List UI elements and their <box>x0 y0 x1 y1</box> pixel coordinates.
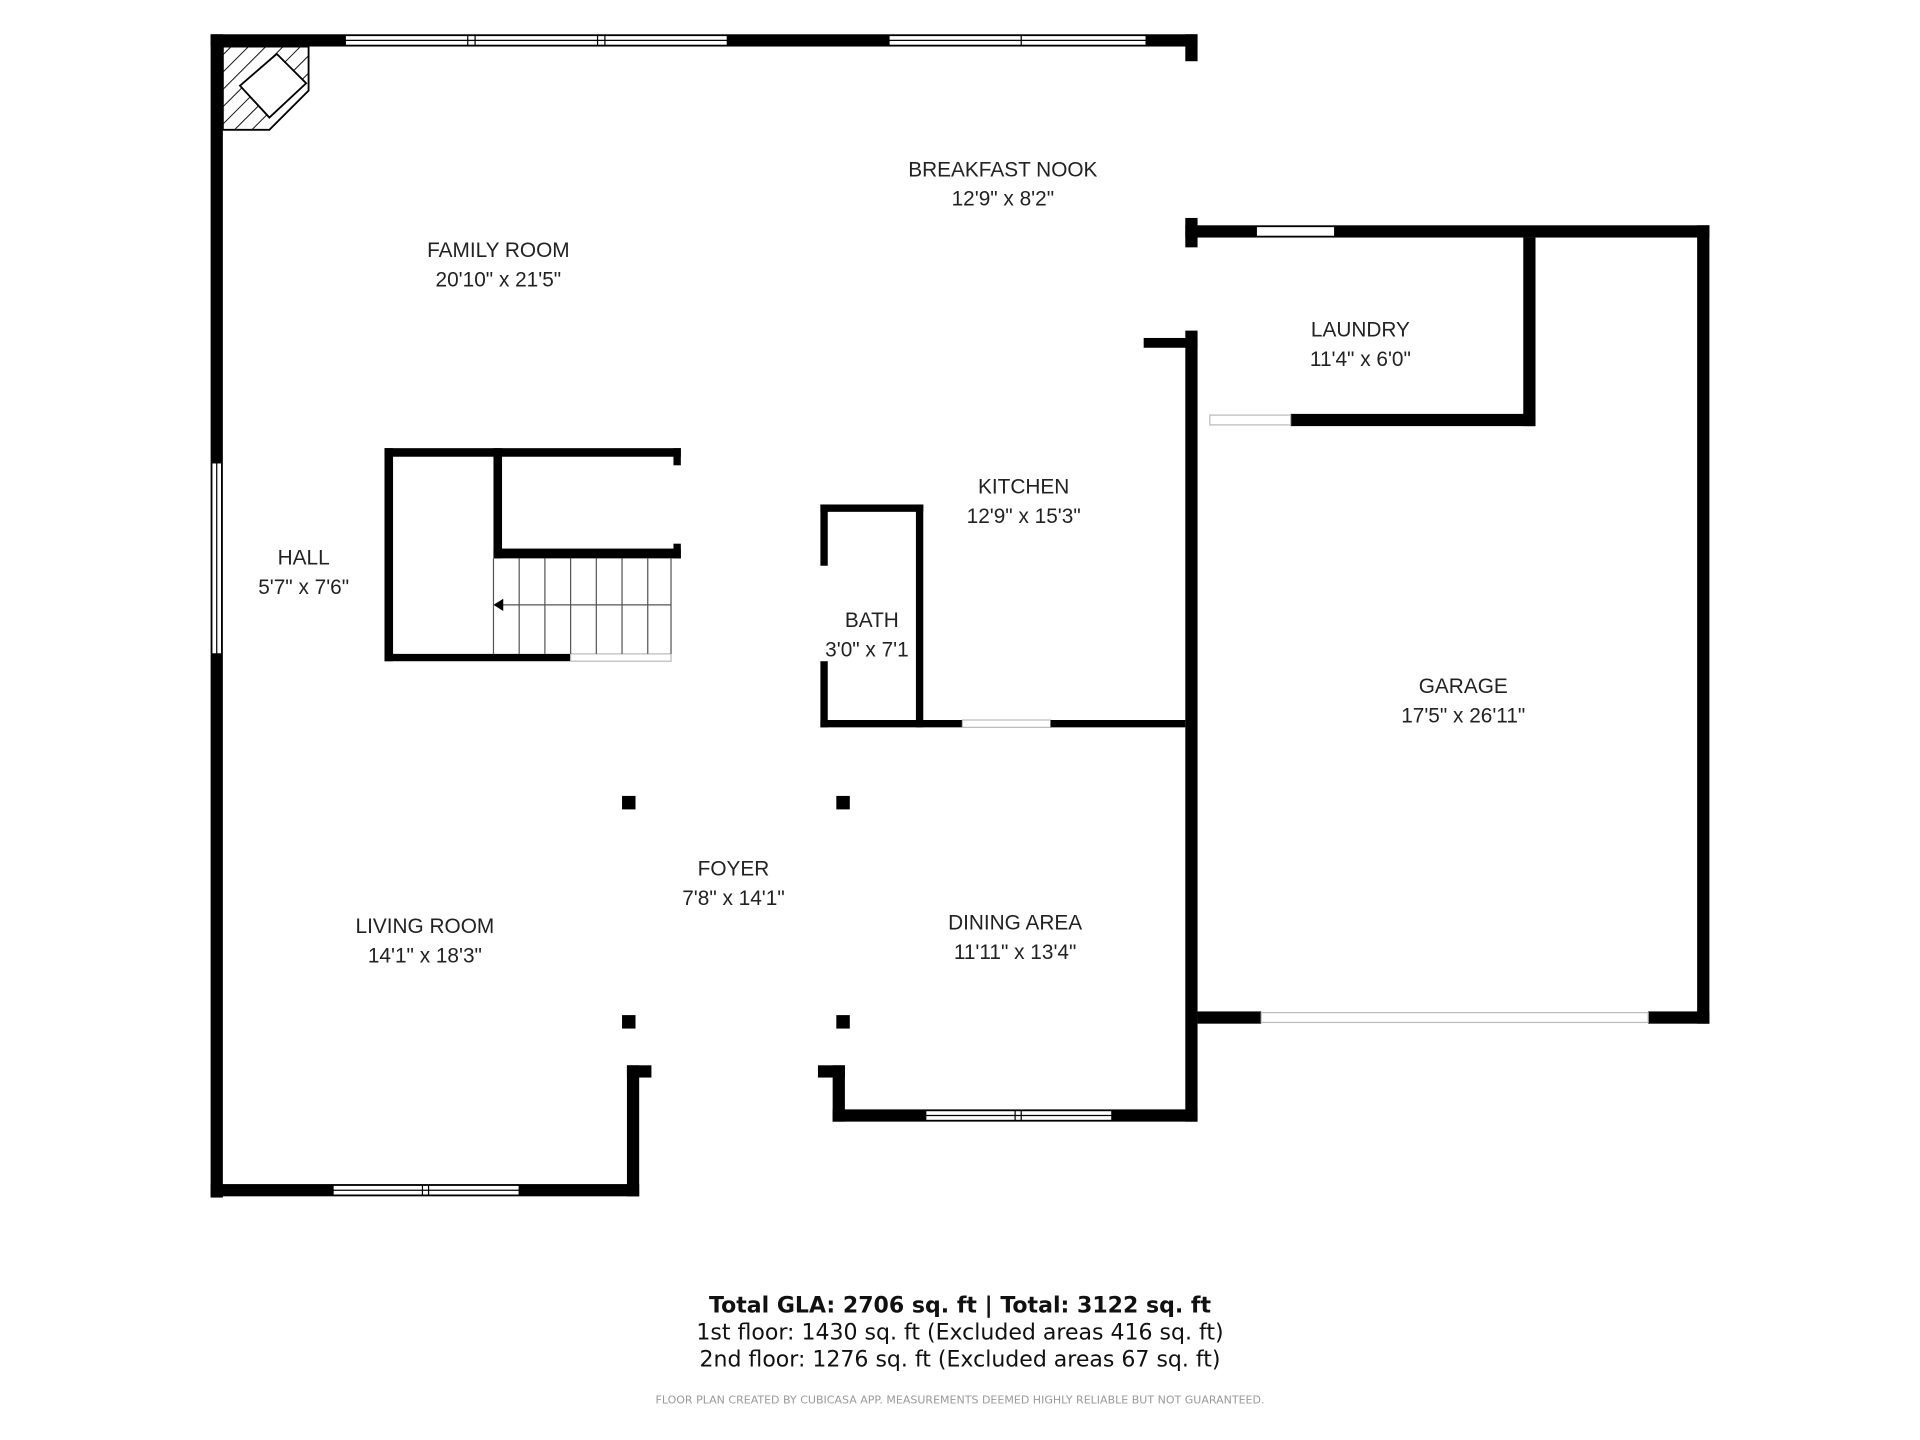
room-size: 20'10" x 21'5" <box>436 269 562 292</box>
room-size: 12'9" x 8'2" <box>952 188 1055 211</box>
room-size: 11'11" x 13'4" <box>954 941 1077 964</box>
room-name: DINING AREA <box>948 911 1082 934</box>
room-size: 17'5" x 26'11" <box>1401 704 1525 727</box>
room-name: FOYER <box>698 858 770 881</box>
walls <box>210 34 1710 1198</box>
staircase <box>492 558 672 654</box>
area-summary: Total GLA: 2706 sq. ft | Total: 3122 sq.… <box>656 1294 1265 1407</box>
room-size: 12'9" x 15'3" <box>967 505 1081 528</box>
room-name: KITCHEN <box>978 475 1069 498</box>
room-name: HALL <box>278 546 330 569</box>
room-size: 5'7" x 7'6" <box>258 576 349 599</box>
room-name: FAMILY ROOM <box>427 239 570 262</box>
room-name: LAUNDRY <box>1311 319 1410 342</box>
fireplace <box>221 45 310 131</box>
room-size: 3'0" x 7'1 <box>825 638 909 661</box>
total-area: Total GLA: 2706 sq. ft | Total: 3122 sq.… <box>709 1294 1211 1319</box>
second-floor-area: 2nd floor: 1276 sq. ft (Excluded areas 6… <box>699 1348 1220 1373</box>
room-size: 11'4" x 6'0" <box>1310 348 1411 371</box>
disclaimer: FLOOR PLAN CREATED BY CUBICASA APP. MEAS… <box>656 1393 1265 1406</box>
room-name: BATH <box>845 609 899 632</box>
room-size: 7'8" x 14'1" <box>682 887 785 910</box>
room-name: LIVING ROOM <box>356 915 495 938</box>
room-labels: FAMILY ROOM 20'10" x 21'5" BREAKFAST NOO… <box>258 158 1525 967</box>
room-name: GARAGE <box>1419 675 1508 698</box>
room-size: 14'1" x 18'3" <box>368 944 482 967</box>
room-name: BREAKFAST NOOK <box>908 158 1097 181</box>
first-floor-area: 1st floor: 1430 sq. ft (Excluded areas 4… <box>696 1321 1223 1346</box>
